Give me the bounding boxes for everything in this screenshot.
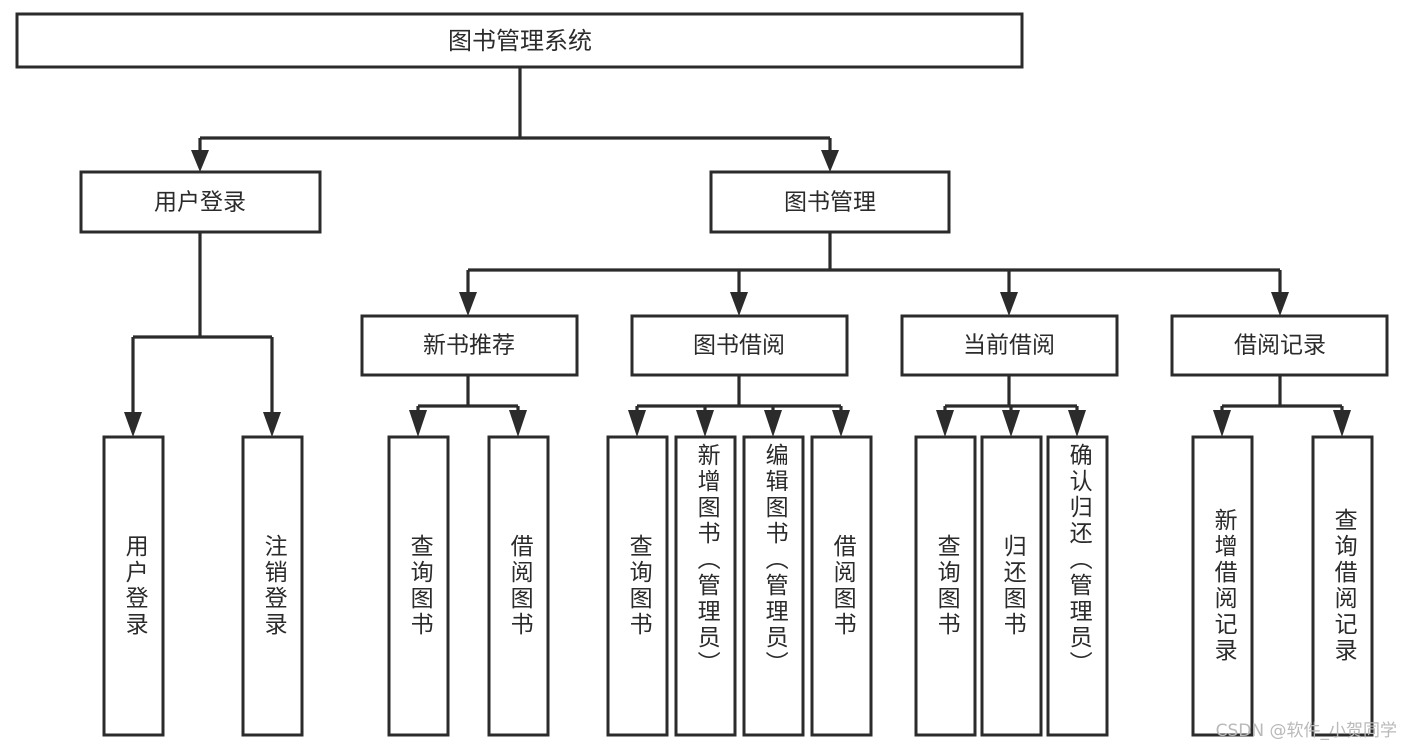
arrow-to-borrow-icon — [730, 292, 748, 316]
node-root-label: 图书管理系统 — [448, 27, 592, 55]
arrow-records-leaf-1-icon — [1213, 410, 1231, 437]
leaf-box-logout[interactable] — [241, 435, 304, 737]
leaf-box-return-book[interactable] — [980, 435, 1043, 737]
arrow-root-to-login-icon — [191, 150, 209, 172]
node-book-borrow-label: 图书借阅 — [693, 333, 785, 359]
arrow-borrow-leaf-2-icon — [696, 410, 714, 437]
node-book-borrow[interactable]: 图书借阅 — [630, 314, 849, 377]
arrow-to-current-icon — [1000, 292, 1018, 316]
node-book-borrow-box[interactable] — [630, 314, 849, 377]
node-new-book-recommend[interactable]: 新书推荐 — [360, 314, 579, 377]
node-borrow-records-label: 借阅记录 — [1234, 333, 1326, 359]
node-borrow-records[interactable]: 借阅记录 — [1170, 314, 1389, 377]
node-root-box[interactable] — [15, 12, 1024, 69]
arrow-login-leaf-2-icon — [263, 412, 281, 437]
node-user-login[interactable]: 用户登录 — [79, 170, 322, 234]
arrow-borrow-leaf-3-icon — [764, 410, 782, 437]
arrow-borrow-leaf-1-icon — [628, 410, 646, 437]
leaf-box-query-book-1[interactable] — [387, 435, 450, 737]
node-new-book-recommend-label: 新书推荐 — [423, 333, 515, 359]
leaf-box-query-book-2[interactable] — [606, 435, 669, 737]
node-current-borrow[interactable]: 当前借阅 — [900, 314, 1119, 377]
arrow-records-leaf-2-icon — [1333, 410, 1351, 437]
leaf-box-edit-book-admin[interactable] — [742, 435, 805, 737]
arrow-root-to-bookmgr-icon — [821, 150, 839, 172]
leaf-box-add-book-admin[interactable] — [674, 435, 737, 737]
node-book-management-box[interactable] — [709, 170, 951, 234]
arrow-borrow-leaf-4-icon — [832, 410, 850, 437]
arrow-to-records-icon — [1271, 292, 1289, 316]
leaf-box-add-borrow-record[interactable] — [1191, 435, 1254, 737]
node-user-login-box[interactable] — [79, 170, 322, 234]
node-user-login-label: 用户登录 — [154, 190, 246, 216]
node-book-management[interactable]: 图书管理 — [709, 170, 951, 234]
node-new-book-recommend-box[interactable] — [360, 314, 579, 377]
arrow-to-newbook-icon — [459, 292, 477, 316]
node-book-management-label: 图书管理 — [784, 190, 876, 216]
node-layer: 图书管理系统 用户登录 图书管理 新书推荐 图书借阅 当前 — [15, 12, 1389, 737]
arrow-login-leaf-1-icon — [124, 412, 142, 437]
leaf-box-query-borrow-record[interactable] — [1311, 435, 1374, 737]
node-current-borrow-box[interactable] — [900, 314, 1119, 377]
node-current-borrow-label: 当前借阅 — [963, 333, 1055, 359]
node-borrow-records-box[interactable] — [1170, 314, 1389, 377]
arrow-current-leaf-2-icon — [1002, 410, 1020, 437]
leaf-box-confirm-return-admin[interactable] — [1046, 435, 1109, 737]
arrow-current-leaf-3-icon — [1068, 410, 1086, 437]
leaf-box-user-login[interactable] — [102, 435, 165, 737]
leaf-box-borrow-book-2[interactable] — [810, 435, 873, 737]
arrow-current-leaf-1-icon — [936, 410, 954, 437]
arrow-newbook-leaf-1-icon — [409, 410, 427, 437]
connector-layer — [124, 67, 1351, 437]
arrow-newbook-leaf-2-icon — [509, 410, 527, 437]
node-root[interactable]: 图书管理系统 — [15, 12, 1024, 69]
leaf-box-query-book-3[interactable] — [914, 435, 977, 737]
leaf-box-borrow-book-1[interactable] — [487, 435, 550, 737]
